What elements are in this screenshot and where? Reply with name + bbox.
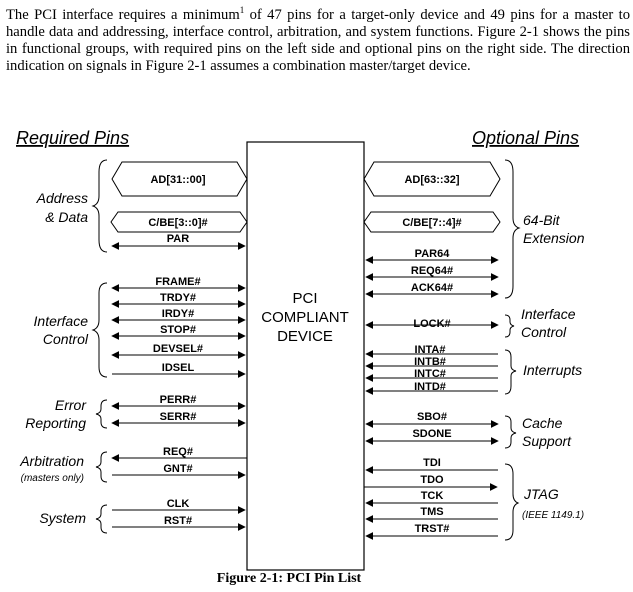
signal-ad-63-32: AD[63::32] (404, 174, 459, 186)
signal-rst: RST# (164, 515, 192, 527)
signal-clk: CLK (167, 498, 190, 510)
group-label-interface-left: Interface (34, 313, 89, 329)
group-label-address: Address (36, 190, 88, 206)
signal-ack64: ACK64# (411, 282, 453, 294)
brace-interface-control-left (91, 282, 108, 378)
signal-frame: FRAME# (155, 276, 200, 288)
signal-devsel: DEVSEL# (153, 343, 203, 355)
signal-irdy: IRDY# (162, 308, 194, 320)
group-sublabel-masters-only: (masters only) (21, 473, 84, 484)
signal-intc: INTC# (414, 368, 446, 380)
signal-req64: REQ64# (411, 265, 453, 277)
cbe-7-4-bus-symbol (363, 211, 501, 233)
signal-ad-31-00: AD[31::00] (150, 174, 205, 186)
signal-par: PAR (167, 233, 189, 245)
signal-trst: TRST# (415, 523, 450, 535)
intro-paragraph: The PCI interface requires a minimum1 of… (6, 5, 631, 75)
group-sublabel-ieee: (IEEE 1149.1) (522, 510, 584, 521)
group-label-reporting: Reporting (25, 415, 86, 431)
pci-device-box (246, 141, 365, 571)
brace-interrupts (504, 349, 517, 395)
ad-31-00-bus-symbol (111, 161, 248, 197)
group-label-control-right: Control (521, 324, 567, 340)
device-label-line-1: PCI (292, 290, 317, 307)
signal-tdo: TDO (420, 474, 444, 486)
required-pins-heading: Required Pins (16, 128, 129, 148)
signal-stop: STOP# (160, 324, 196, 336)
signal-idsel: IDSEL (162, 362, 195, 374)
signal-inta: INTA# (415, 344, 446, 356)
signal-trdy: TRDY# (160, 292, 196, 304)
intro-text-rest: of 47 pins for a target-only device and … (6, 7, 631, 74)
brace-address-data (91, 159, 108, 253)
group-label-arbitration: Arbitration (19, 453, 84, 469)
signal-par64: PAR64 (415, 248, 451, 260)
footnote-mark: 1 (239, 5, 245, 16)
brace-jtag (504, 463, 520, 541)
signal-tck: TCK (421, 490, 444, 502)
cbe-3-0-bus-symbol (110, 211, 248, 233)
group-label-jtag: JTAG (523, 486, 559, 502)
signal-tdi: TDI (423, 457, 441, 469)
signal-intb: INTB# (414, 356, 446, 368)
group-label-control-left: Control (43, 331, 89, 347)
group-label-error: Error (55, 397, 87, 413)
brace-arbitration (95, 451, 108, 483)
group-label-64bit: 64-Bit (523, 212, 561, 228)
signal-tms: TMS (420, 506, 443, 518)
signal-lock: LOCK# (413, 318, 450, 330)
signal-req: REQ# (163, 446, 193, 458)
brace-interface-control-right (504, 314, 515, 338)
signal-cbe-3-0: C/BE[3::0]# (148, 217, 207, 229)
brace-64bit-extension (504, 159, 521, 299)
signal-perr: PERR# (160, 394, 197, 406)
group-label-system: System (39, 510, 86, 526)
group-label-support: Support (522, 433, 572, 449)
device-label-line-3: DEVICE (277, 328, 333, 345)
ad-63-32-bus-symbol (363, 161, 501, 197)
signal-cbe-7-4: C/BE[7::4]# (402, 217, 461, 229)
signal-sdone: SDONE (412, 428, 451, 440)
figure-caption: Figure 2-1: PCI Pin List (217, 571, 362, 586)
group-label-extension: Extension (523, 230, 585, 246)
brace-cache-support (504, 415, 517, 449)
signal-sbo: SBO# (417, 411, 447, 423)
group-label-interrupts: Interrupts (523, 362, 582, 378)
intro-text-start: The PCI interface requires a minimum (6, 7, 240, 23)
signal-intd: INTD# (414, 381, 446, 393)
device-label-line-2: COMPLIANT (261, 309, 349, 326)
signal-serr: SERR# (160, 411, 197, 423)
brace-error-reporting (95, 399, 108, 429)
group-label-data: & Data (45, 209, 88, 225)
group-label-interface-right: Interface (521, 306, 576, 322)
brace-system (95, 504, 108, 534)
optional-pins-heading: Optional Pins (472, 128, 579, 148)
group-label-cache: Cache (522, 415, 563, 431)
signal-gnt: GNT# (163, 463, 192, 475)
